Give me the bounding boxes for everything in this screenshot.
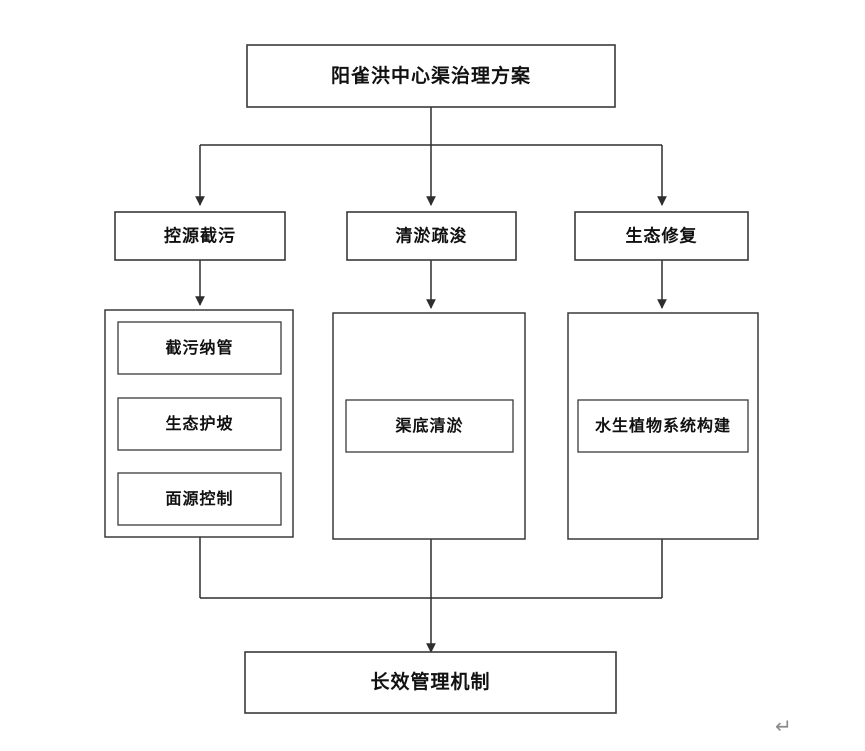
node-branch-2-item-1-box[interactable] <box>345 399 514 453</box>
node-root[interactable]: 阳雀洪中心渠治理方案 <box>246 44 616 108</box>
node-branch-1-item-3-box[interactable] <box>117 472 282 526</box>
node-root-box[interactable] <box>246 44 616 108</box>
group-branch-1: 截污纳管 生态护坡 面源控制 <box>104 309 294 538</box>
node-footer[interactable]: 长效管理机制 <box>244 651 617 714</box>
connector-group-bottom <box>199 537 663 653</box>
node-branch-1-item-1-label: 截污纳管 <box>165 338 233 357</box>
group-branch-3: 水生植物系统构建 <box>567 312 759 540</box>
node-branch-1-item-2-label: 生态护坡 <box>165 414 233 433</box>
node-branch-1-item-3-label: 面源控制 <box>165 489 233 508</box>
node-branch-3-header[interactable]: 生态修复 <box>574 211 749 261</box>
node-branch-3-item-1-box[interactable] <box>577 399 749 453</box>
connector-group-mid <box>195 260 667 309</box>
node-branch-3-header-label: 生态修复 <box>626 225 698 245</box>
node-branch-3-header-box[interactable] <box>574 211 749 261</box>
node-footer-box[interactable] <box>244 651 617 714</box>
paragraph-return-mark: ↵ <box>775 714 792 738</box>
node-branch-1-item-1-box[interactable] <box>117 321 282 375</box>
node-branch-1-item-2-box[interactable] <box>117 397 282 451</box>
node-branch-1-header[interactable]: 控源截污 <box>114 211 286 261</box>
node-footer-label: 长效管理机制 <box>370 670 490 693</box>
node-branch-1-header-box[interactable] <box>114 211 286 261</box>
node-root-label: 阳雀洪中心渠治理方案 <box>331 64 531 87</box>
node-branch-2-header-label: 清淤疏浚 <box>396 225 468 245</box>
node-branch-2-header[interactable]: 清淤疏浚 <box>346 211 517 261</box>
node-branch-3-item-1-label: 水生植物系统构建 <box>595 416 731 435</box>
node-branch-2-item-1-label: 渠底清淤 <box>395 416 463 435</box>
group-branch-2: 渠底清淤 <box>332 312 526 540</box>
connector-group-top <box>195 107 667 206</box>
node-branch-1-header-label: 控源截污 <box>164 225 236 245</box>
node-branch-2-header-box[interactable] <box>346 211 517 261</box>
